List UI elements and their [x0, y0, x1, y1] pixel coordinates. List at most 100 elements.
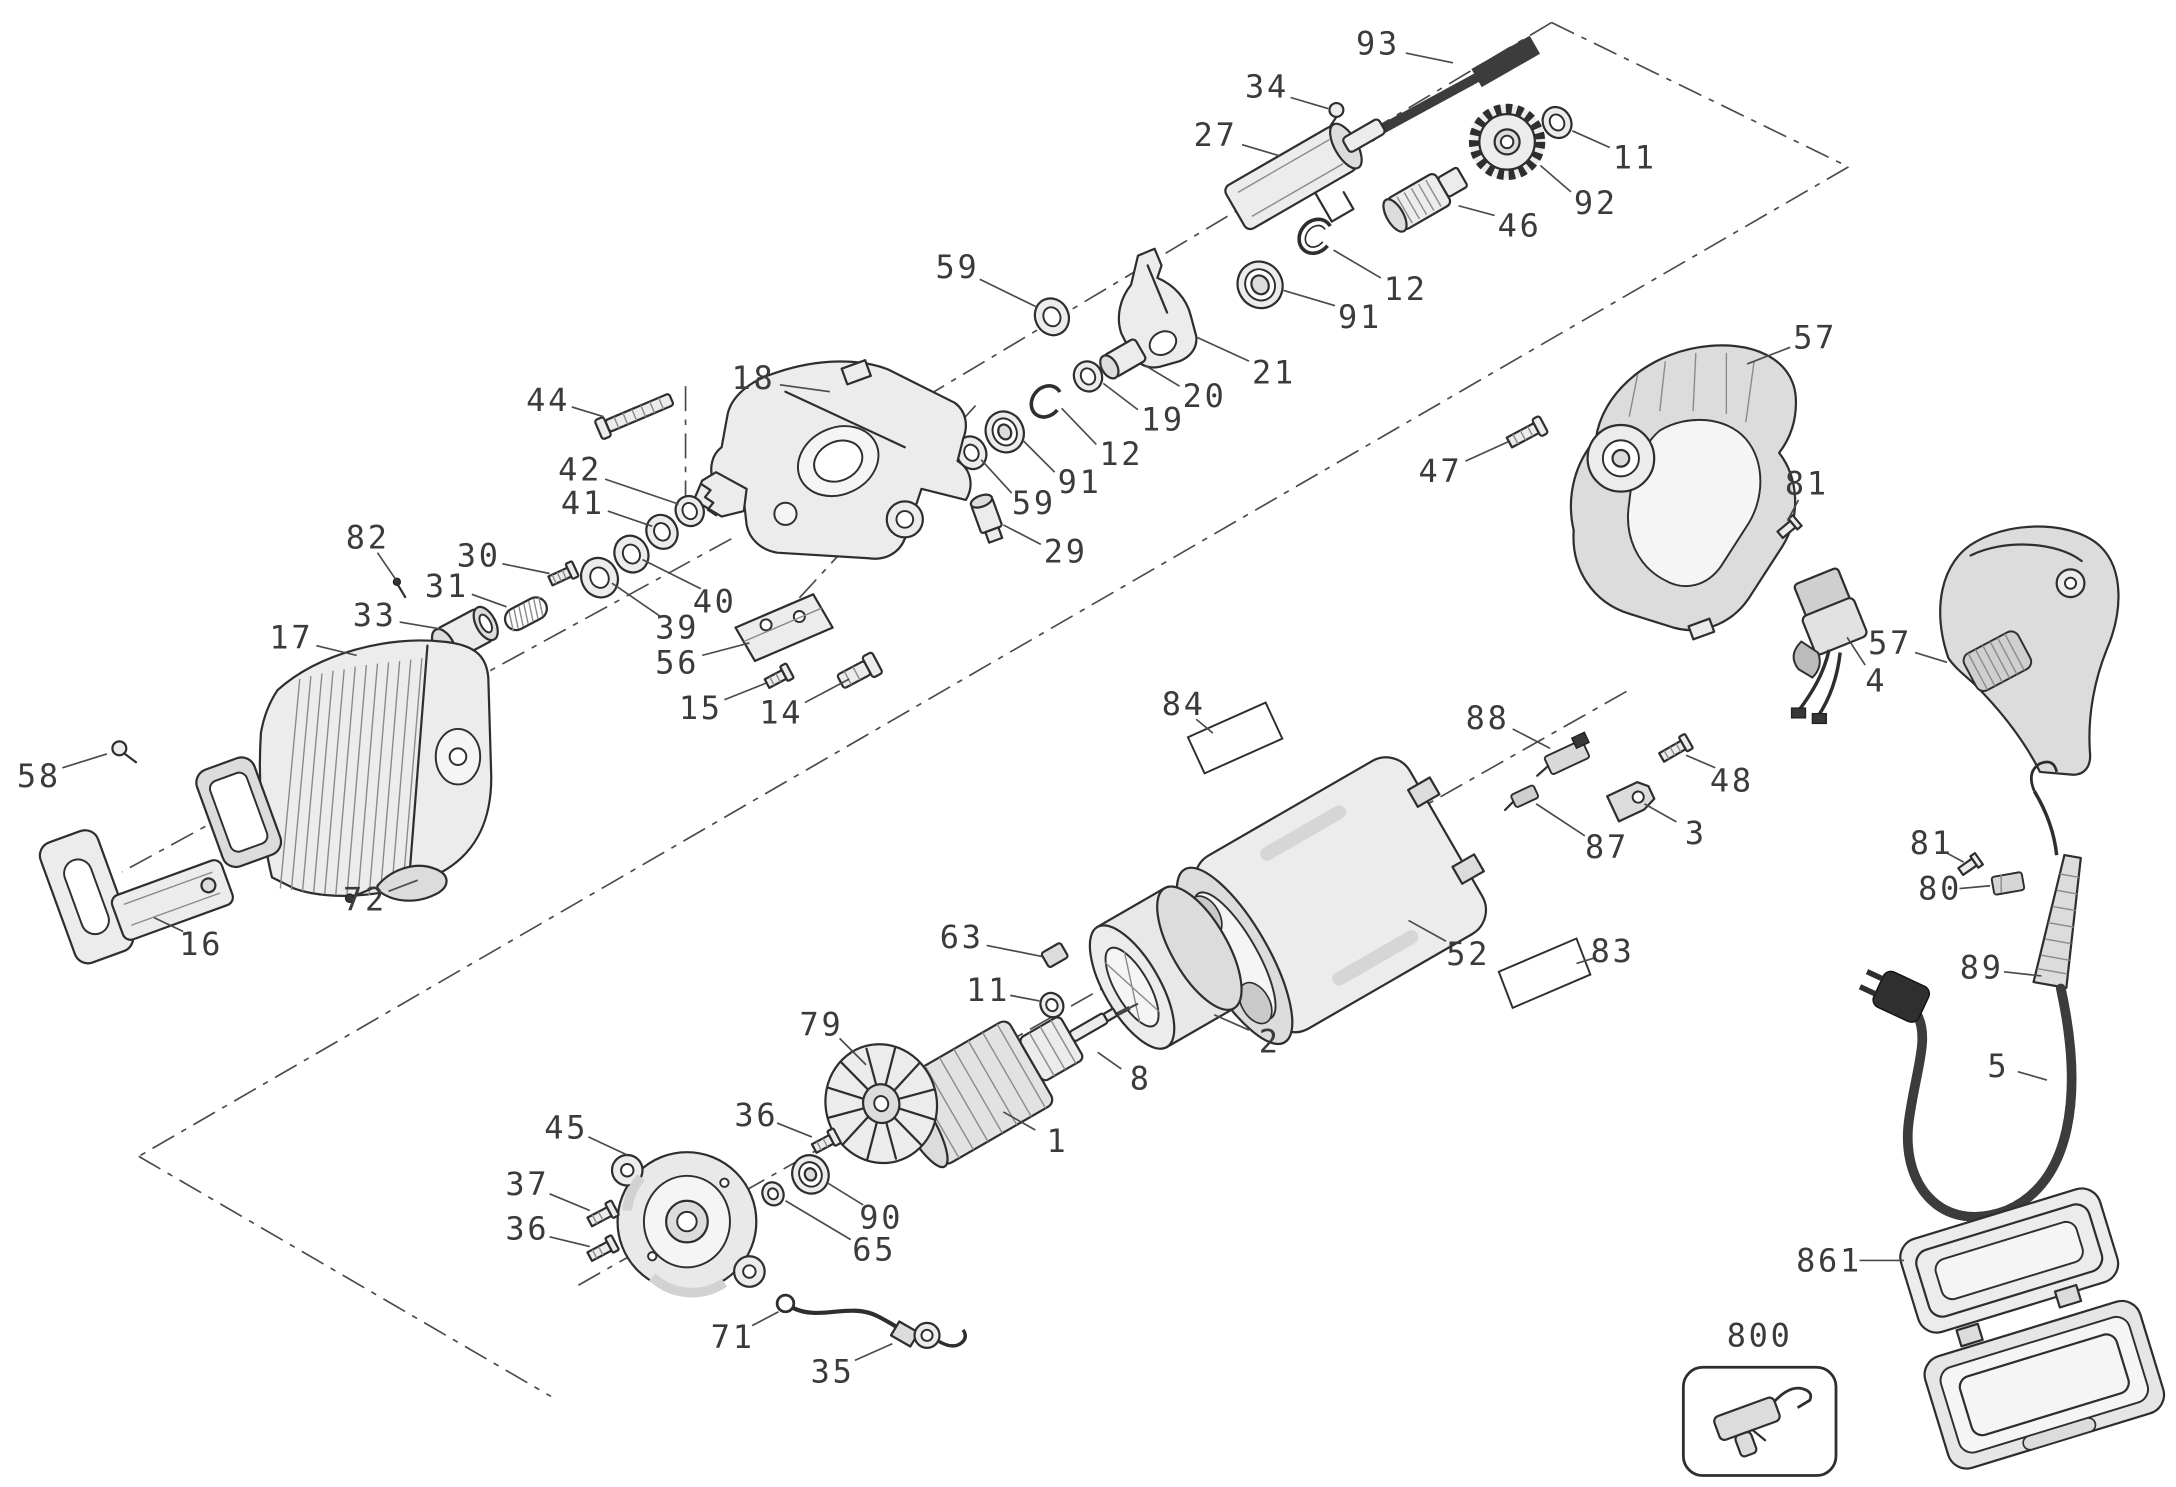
leader-line	[1097, 1051, 1122, 1070]
part-label-81: 81	[1785, 464, 1829, 502]
part-label-41: 41	[561, 484, 605, 522]
part-label-63: 63	[940, 918, 984, 956]
part-48-screw	[1658, 733, 1694, 763]
part-12-retaining-ring	[1029, 384, 1064, 419]
part-81-screw	[1957, 852, 1985, 877]
part-label-84: 84	[1162, 685, 1206, 723]
part-2-end-baffle	[1088, 885, 1243, 1050]
leader-line	[979, 278, 1038, 308]
leader-line	[1571, 130, 1611, 149]
leader-line	[776, 1122, 813, 1138]
part-label-81: 81	[1910, 824, 1954, 862]
power-plug	[1858, 969, 1931, 1023]
part-label-21: 21	[1252, 353, 1296, 391]
part-label-31: 31	[425, 567, 469, 605]
part-label-82: 82	[346, 519, 390, 557]
part-label-46: 46	[1498, 206, 1542, 244]
part-16-shoe-assembly	[38, 829, 234, 965]
part-29-stud	[969, 493, 1004, 544]
part-label-83: 83	[1591, 932, 1635, 970]
part-5-power-cord	[1858, 760, 2082, 1222]
part-label-36: 36	[505, 1210, 549, 1248]
part-label-57: 57	[1868, 624, 1912, 662]
part-label-88: 88	[1466, 699, 1510, 737]
part-label-72: 72	[343, 881, 387, 919]
leader-line	[62, 753, 108, 769]
part-81-screw	[1776, 514, 1803, 540]
part-label-44: 44	[526, 381, 570, 419]
leader-line	[1465, 440, 1509, 462]
leader-line	[1197, 336, 1250, 362]
part-92-gear	[1468, 103, 1546, 181]
part-label-58: 58	[17, 757, 61, 795]
part-800-accessory-box	[1681, 1365, 1838, 1477]
leader-line	[1945, 851, 1965, 863]
leader-line	[986, 944, 1043, 958]
part-82-pin	[392, 577, 407, 599]
part-label-36: 36	[734, 1096, 778, 1134]
part-63-brush-clip	[1040, 942, 1069, 968]
part-56-plate	[734, 593, 834, 663]
part-label-4: 4	[1865, 661, 1887, 699]
leader-line	[1512, 728, 1551, 750]
part-label-59: 59	[936, 248, 980, 286]
part-71-lead-wire	[775, 1293, 903, 1332]
leader-line	[1002, 524, 1042, 546]
part-label-93: 93	[1356, 24, 1400, 62]
part-label-40: 40	[693, 582, 737, 620]
part-37-screw	[586, 1199, 620, 1228]
part-59-washer	[1033, 297, 1071, 337]
leader-line	[826, 1182, 864, 1206]
leader-line	[1333, 249, 1382, 279]
part-44-screw	[594, 393, 674, 440]
leader-line	[471, 593, 507, 608]
leader-line	[1644, 803, 1677, 823]
part-label-52: 52	[1446, 935, 1490, 973]
part-41-washer	[645, 513, 679, 550]
leader-line	[1283, 289, 1336, 307]
part-label-35: 35	[811, 1353, 855, 1391]
part-label-65: 65	[852, 1230, 896, 1268]
part-39-washer	[579, 556, 620, 599]
leader-line	[642, 558, 702, 590]
part-label-16: 16	[179, 925, 223, 963]
part-label-39: 39	[655, 609, 699, 647]
part-46-spindle	[1382, 166, 1468, 233]
leader-line	[980, 459, 1013, 494]
part-14-bolt	[836, 651, 883, 689]
leader-line	[1144, 364, 1181, 387]
part-87-terminal	[1503, 784, 1539, 812]
part-4-switch	[1790, 567, 1868, 725]
leader-line	[2003, 970, 2042, 977]
part-42-washer	[674, 494, 705, 528]
leader-line	[724, 682, 767, 701]
part-label-33: 33	[353, 596, 397, 634]
accessory-tool	[1713, 1386, 1813, 1458]
leader-line	[854, 1342, 893, 1362]
part-91-bearing	[1236, 260, 1284, 310]
part-27-cylinder	[1224, 118, 1386, 231]
part-label-42: 42	[558, 451, 602, 489]
part-11-washer	[1541, 105, 1573, 140]
part-861-kit-box	[1899, 1187, 2166, 1470]
part-label-34: 34	[1245, 68, 1289, 106]
leader-line	[1458, 204, 1495, 217]
part-label-79: 79	[800, 1006, 844, 1044]
leader-line	[1241, 143, 1280, 157]
part-label-29: 29	[1044, 532, 1088, 570]
leader-line	[607, 510, 653, 528]
part-label-11: 11	[966, 971, 1010, 1009]
part-label-89: 89	[1960, 949, 2004, 987]
leader-line	[1685, 754, 1716, 769]
part-80-clip	[1990, 871, 2026, 896]
part-label-91: 91	[1338, 298, 1382, 336]
leader-line	[1408, 919, 1447, 942]
part-label-20: 20	[1183, 377, 1227, 415]
leader-line	[153, 916, 184, 933]
leader-line	[804, 678, 850, 704]
leader-line	[1539, 164, 1572, 193]
part-72-lever	[344, 864, 448, 904]
leader-line	[1576, 957, 1595, 965]
